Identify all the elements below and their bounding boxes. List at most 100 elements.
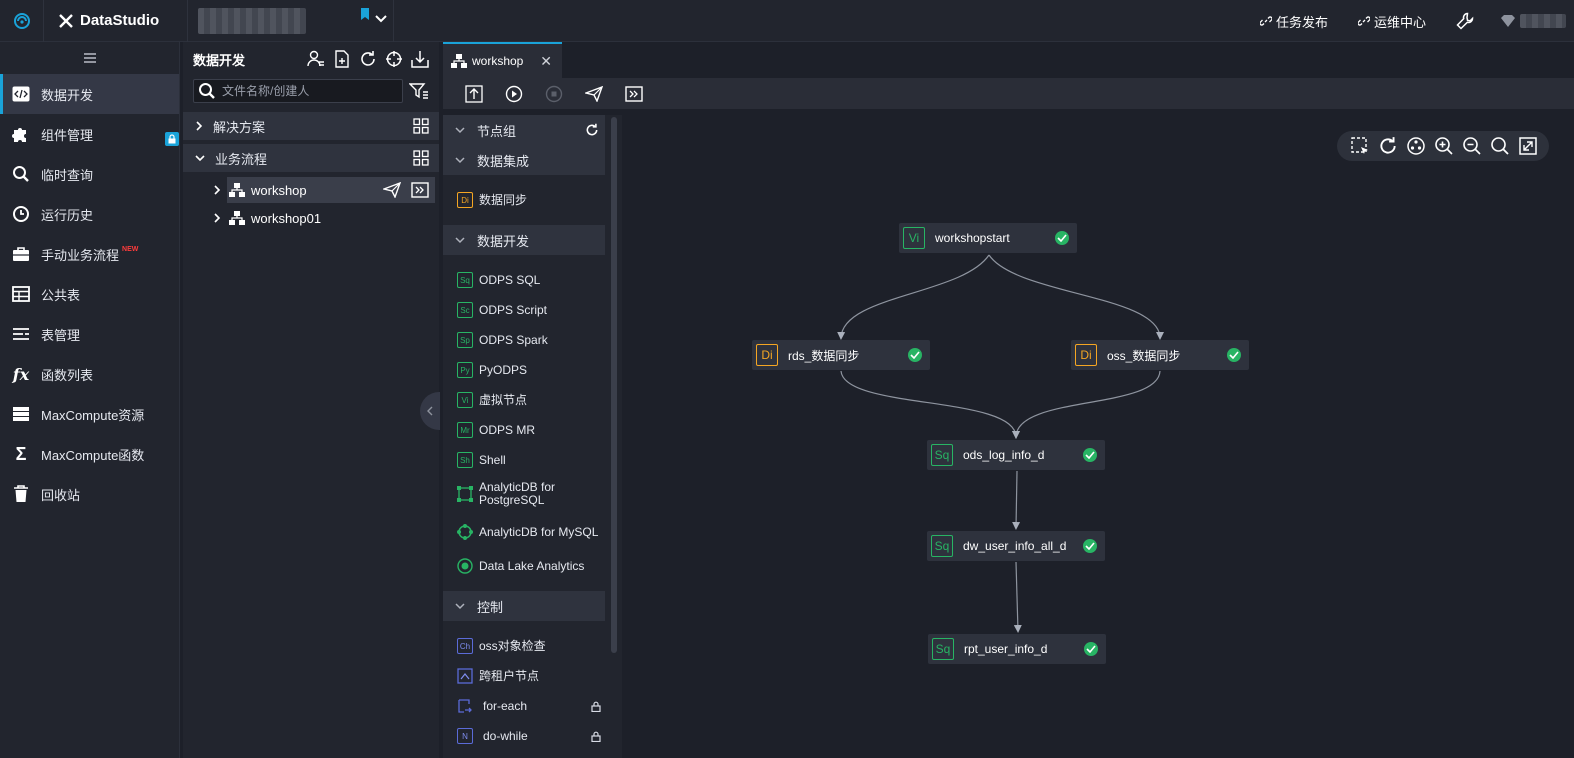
tree-node-box[interactable]: workshop	[227, 177, 435, 203]
palette-item-do-while[interactable]: N do-while	[443, 721, 605, 751]
locate-icon[interactable]	[385, 50, 403, 68]
search-node-icon[interactable]	[1489, 135, 1511, 157]
success-check-icon	[1055, 231, 1069, 245]
import-icon[interactable]	[411, 50, 429, 68]
sidebar-item-data-development[interactable]: 数据开发	[0, 74, 179, 114]
filter-icon[interactable]	[409, 81, 429, 101]
user-filter-icon[interactable]	[307, 50, 325, 68]
sidebar-item-components[interactable]: 组件管理	[0, 114, 179, 154]
menu-toggle[interactable]	[0, 42, 179, 74]
grid-view-icon[interactable]	[413, 118, 429, 134]
sidebar-item-recycle-bin[interactable]: 回收站	[0, 474, 179, 514]
tab-workshop[interactable]: workshop ✕	[443, 42, 562, 78]
edge-start-to-rds	[837, 254, 990, 340]
refresh-icon[interactable]	[585, 123, 599, 137]
palette-item-label: 跨租户节点	[479, 668, 540, 683]
top-right-actions: 任务发布 运维中心	[1259, 0, 1574, 42]
palette-item-label: 虚拟节点	[479, 392, 528, 407]
tree-node-workshop[interactable]: workshop	[183, 176, 439, 204]
app-logo-icon[interactable]	[0, 0, 44, 42]
flow-canvas[interactable]: Vi workshopstart Di rds_数据同步 Di oss_数据同步…	[622, 115, 1574, 758]
auto-layout-icon[interactable]	[1405, 135, 1427, 157]
bookmark-icon[interactable]	[360, 7, 370, 20]
palette-item-odps-sql[interactable]: Sq ODPS SQL	[443, 265, 605, 295]
chevron-down-icon	[455, 157, 465, 164]
sidebar-item-label: 回收站	[41, 487, 81, 503]
project-selector[interactable]	[188, 0, 395, 42]
search-input[interactable]	[222, 84, 392, 98]
palette-item-data-sync[interactable]: Di 数据同步	[443, 185, 605, 215]
palette-item-odps-spark[interactable]: Sp ODPS Spark	[443, 325, 605, 355]
sidebar-item-table-management[interactable]: 表管理	[0, 314, 179, 354]
flow-node-ods-log-info[interactable]: Sq ods_log_info_d	[927, 440, 1105, 470]
task-publish-link[interactable]: 任务发布	[1259, 12, 1328, 31]
lock-icon	[591, 731, 601, 742]
flow-node-rpt-user-info[interactable]: Sq rpt_user_info_d	[928, 634, 1106, 664]
palette-item-virtual-node[interactable]: Vi 虚拟节点	[443, 385, 605, 415]
server-icon	[12, 405, 30, 423]
run-icon[interactable]	[504, 84, 524, 104]
tree-node-box[interactable]: workshop01	[227, 205, 435, 231]
tree-section-solutions[interactable]: 解决方案	[183, 112, 439, 140]
palette-item-odps-mr[interactable]: Mr ODPS MR	[443, 415, 605, 445]
flow-node-rds-sync[interactable]: Di rds_数据同步	[752, 340, 930, 370]
chevron-right-icon[interactable]	[213, 213, 221, 223]
palette-item-pyodps[interactable]: Py PyODPS	[443, 355, 605, 385]
chevron-right-icon	[196, 121, 203, 131]
zoom-in-icon[interactable]	[1433, 135, 1455, 157]
link-icon	[1259, 16, 1272, 26]
grid-view-icon[interactable]	[413, 150, 429, 166]
palette-group-node-group[interactable]: 节点组	[443, 115, 605, 145]
refresh-icon[interactable]	[359, 50, 377, 68]
wrench-icon[interactable]	[1456, 12, 1474, 30]
sidebar-item-manual-flow[interactable]: 手动业务流程 NEW	[0, 234, 179, 274]
palette-item-shell[interactable]: Sh Shell	[443, 445, 605, 475]
palette-group-development[interactable]: 数据开发	[443, 225, 605, 255]
palette-group-control[interactable]: 控制	[443, 591, 605, 621]
palette-item-data-lake-analytics[interactable]: Data Lake Analytics	[443, 551, 605, 581]
palette-item-label: PyODPS	[479, 362, 528, 377]
refresh-layout-icon[interactable]	[1377, 135, 1399, 157]
box-select-icon[interactable]	[1349, 135, 1371, 157]
sidebar-item-functions[interactable]: fx 函数列表	[0, 354, 179, 394]
sidebar-item-run-history[interactable]: 运行历史	[0, 194, 179, 234]
user-menu[interactable]	[1500, 14, 1566, 28]
sidebar-item-mc-resources[interactable]: MaxCompute资源	[0, 394, 179, 434]
deploy-icon[interactable]	[624, 84, 644, 104]
search-box[interactable]	[193, 79, 403, 103]
tree-section-business-flows[interactable]: 业务流程	[183, 144, 439, 172]
new-file-icon[interactable]	[333, 50, 351, 68]
submit-icon[interactable]	[383, 182, 401, 198]
palette-item-cross-tenant[interactable]: 跨租户节点	[443, 661, 605, 691]
palette-item-oss-check[interactable]: Ch oss对象检查	[443, 631, 605, 661]
sidebar-item-public-tables[interactable]: 公共表	[0, 274, 179, 314]
flow-node-dw-user-info-all[interactable]: Sq dw_user_info_all_d	[927, 531, 1105, 561]
tree-tools	[307, 50, 439, 68]
group-label: 数据集成	[477, 153, 530, 169]
flow-node-workshopstart[interactable]: Vi workshopstart	[899, 223, 1077, 253]
deploy-icon[interactable]	[411, 182, 429, 198]
panel-collapse-handle[interactable]	[420, 392, 440, 430]
tree-node-workshop01[interactable]: workshop01	[183, 204, 439, 232]
zoom-out-icon[interactable]	[1461, 135, 1483, 157]
sidebar-item-label: 组件管理	[41, 127, 94, 143]
flow-node-oss-sync[interactable]: Di oss_数据同步	[1071, 340, 1249, 370]
palette-item-for-each[interactable]: for-each	[443, 691, 605, 721]
close-icon[interactable]: ✕	[540, 52, 552, 69]
edge-ods-to-dw	[1012, 470, 1021, 530]
chevron-right-icon[interactable]	[213, 185, 221, 195]
palette-item-odps-script[interactable]: Sc ODPS Script	[443, 295, 605, 325]
publish-icon[interactable]	[584, 84, 604, 104]
palette-item-adb-postgresql[interactable]: AnalyticDB for PostgreSQL	[443, 475, 605, 513]
chevron-down-icon[interactable]	[375, 14, 387, 23]
palette-group-integration[interactable]: 数据集成	[443, 145, 605, 175]
sidebar-item-mc-functions[interactable]: Σ MaxCompute函数	[0, 434, 179, 474]
fullscreen-icon[interactable]	[1517, 135, 1539, 157]
palette-scrollbar[interactable]	[611, 117, 617, 653]
brand[interactable]: DataStudio	[44, 0, 189, 42]
sidebar-item-adhoc-query[interactable]: 临时查询	[0, 154, 179, 194]
palette-item-adb-mysql[interactable]: AnalyticDB for MySQL	[443, 513, 605, 551]
submit-upload-icon[interactable]	[464, 84, 484, 104]
ops-center-link[interactable]: 运维中心	[1357, 12, 1426, 31]
sidebar-item-label: 运行历史	[41, 207, 94, 223]
